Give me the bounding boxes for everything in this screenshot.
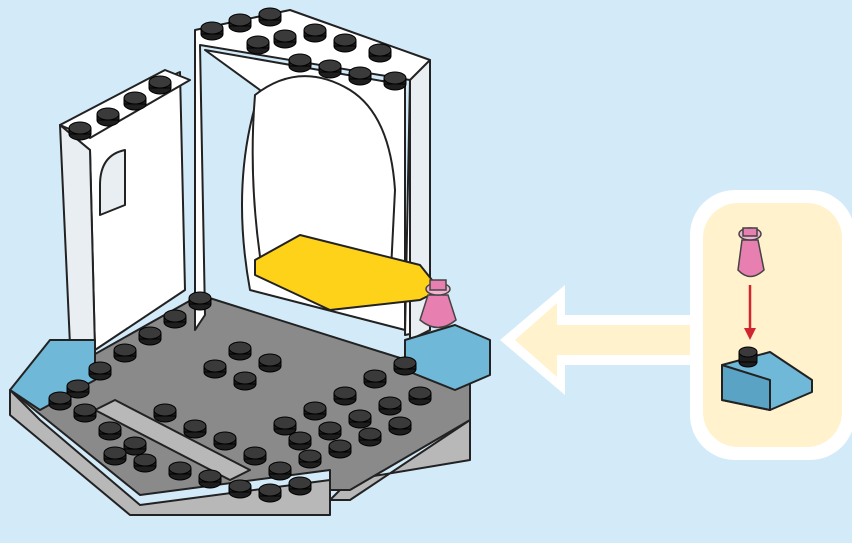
stud-icon (409, 387, 431, 405)
stud-icon (234, 372, 256, 390)
stud-icon (329, 440, 351, 458)
stud-icon (99, 422, 121, 440)
stud-icon (89, 362, 111, 380)
stud-icon (124, 92, 146, 110)
stud-icon (229, 14, 251, 32)
stud-icon (359, 428, 381, 446)
stud-icon (319, 422, 341, 440)
stud-icon (349, 67, 371, 85)
stud-icon (274, 417, 296, 435)
stud-icon (149, 76, 171, 94)
stud-icon (164, 310, 186, 328)
stud-icon (169, 462, 191, 480)
stud-icon (49, 392, 71, 410)
stud-icon (69, 122, 91, 140)
stud-icon (184, 420, 206, 438)
stud-icon (299, 450, 321, 468)
stud-icon (269, 462, 291, 480)
stud-icon (199, 470, 221, 488)
stud-icon (364, 370, 386, 388)
stud-icon (304, 402, 326, 420)
stud-icon (289, 477, 311, 495)
stud-icon (154, 404, 176, 422)
stud-icon (334, 387, 356, 405)
stud-icon (394, 357, 416, 375)
stud-icon (139, 327, 161, 345)
stud-icon (334, 34, 356, 52)
stud-icon (124, 437, 146, 455)
stud-icon (304, 24, 326, 42)
stud-icon (259, 8, 281, 26)
stud-icon (319, 60, 341, 78)
stud-icon (247, 36, 269, 54)
stud-icon (229, 480, 251, 498)
stud-icon (289, 432, 311, 450)
stud-icon (214, 432, 236, 450)
cone-icon (738, 228, 764, 277)
stud-icon (204, 360, 226, 378)
stud-icon (244, 447, 266, 465)
stud-icon (229, 342, 251, 360)
stud-icon (74, 404, 96, 422)
sub-step-callout (690, 190, 852, 460)
stud-icon (379, 397, 401, 415)
stud-icon (349, 410, 371, 428)
stud-icon (259, 484, 281, 502)
stud-icon (97, 108, 119, 126)
stud-icon (201, 22, 223, 40)
stud-icon (259, 354, 281, 372)
stud-icon (189, 292, 211, 310)
stud-icon (104, 447, 126, 465)
stud-icon (114, 344, 136, 362)
stud-icon (384, 72, 406, 90)
stud-icon (289, 54, 311, 72)
stud-icon (134, 454, 156, 472)
stud-icon (369, 44, 391, 62)
stud-icon (274, 30, 296, 48)
stud-icon (389, 417, 411, 435)
